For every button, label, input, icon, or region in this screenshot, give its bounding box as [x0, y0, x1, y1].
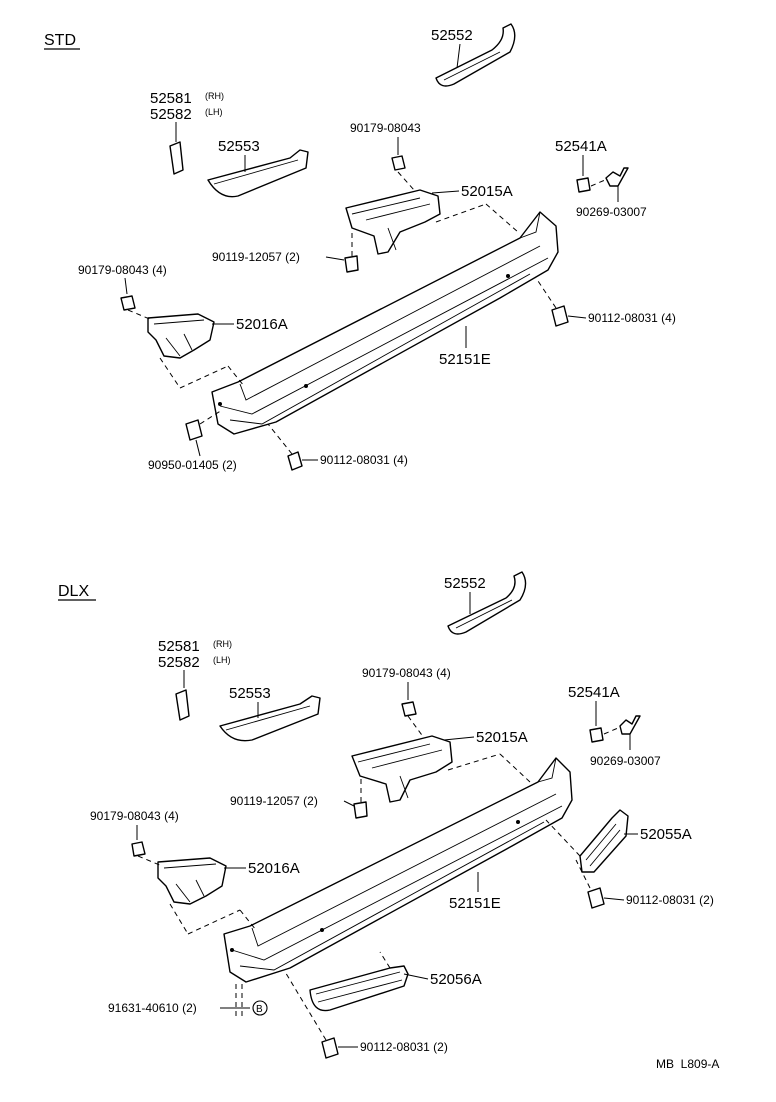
std-label-52016a: 52016A — [236, 316, 288, 333]
dlx-ref-circle — [252, 1000, 268, 1016]
std-bracket-rh-part — [345, 189, 441, 255]
dlx-pad-left-part — [309, 965, 409, 1012]
dlx-ref-mark: B — [256, 1004, 263, 1015]
std-label-bolt-bottom: 90112-08031 (4) — [320, 453, 408, 467]
dlx-label-nut-top: 90179-08043 (4) — [362, 666, 451, 680]
dlx-label-bolt-right: 90112-08031 (2) — [626, 893, 714, 907]
std-grommet-part — [185, 419, 203, 441]
dlx-bolt-right-part — [587, 887, 605, 909]
std-bumper-bar-part — [211, 211, 559, 435]
dlx-bolt-bracket-part — [353, 801, 368, 819]
std-bolt-bottom-part — [287, 451, 303, 471]
dlx-label-52056a: 52056A — [430, 971, 482, 988]
dlx-end-piece-part — [175, 689, 190, 721]
dlx-label-52552: 52552 — [444, 575, 486, 592]
dlx-label-bolt-bottom: 90112-08031 (2) — [360, 1040, 448, 1054]
dlx-label-screw-top: 90269-03007 — [590, 754, 661, 768]
dlx-bolt-bottom-part — [321, 1037, 339, 1059]
std-reinforcement-side-part — [207, 149, 309, 198]
dlx-section-label: DLX — [58, 583, 89, 600]
dlx-label-52055a: 52055A — [640, 826, 692, 843]
std-screw-top-part — [605, 167, 629, 187]
std-label-52582: 52582 — [150, 106, 192, 123]
footer-diagram-code: MB L809-A — [656, 1057, 719, 1071]
std-label-nut-top: 90179-08043 — [350, 121, 421, 135]
std-bracket-lh-part — [147, 313, 215, 359]
std-label-52553: 52553 — [218, 138, 260, 155]
dlx-retainer-part — [589, 727, 604, 743]
dlx-label-52582: 52582 — [158, 654, 200, 671]
std-nut-top-part — [391, 155, 406, 171]
dlx-label-rh: (RH) — [213, 639, 232, 649]
dlx-label-52016a: 52016A — [248, 860, 300, 877]
std-label-nut-left: 90179-08043 (4) — [78, 263, 167, 277]
std-bolt-bracket-part — [344, 255, 359, 273]
dlx-bumper-bar-part — [223, 757, 573, 983]
dlx-label-52151e: 52151E — [449, 895, 501, 912]
std-label-52552: 52552 — [431, 27, 473, 44]
std-retainer-part — [576, 177, 591, 193]
std-label-52581: 52581 — [150, 90, 192, 107]
dlx-nut-left-part — [131, 841, 146, 857]
std-nut-left-part — [120, 295, 136, 311]
std-label-bolt-bracket: 90119-12057 (2) — [212, 250, 300, 264]
dlx-screw-top-part — [619, 715, 641, 735]
dlx-reinforcement-top-part — [447, 571, 527, 635]
dlx-label-lh: (LH) — [213, 655, 231, 665]
dlx-label-52015a: 52015A — [476, 729, 528, 746]
dlx-label-bolt-bracket: 90119-12057 (2) — [230, 794, 318, 808]
std-reinforcement-top-part — [435, 23, 516, 87]
dlx-bracket-rh-part — [351, 735, 453, 803]
dlx-bracket-lh-part — [157, 857, 227, 905]
std-section-label: STD — [44, 32, 76, 49]
std-label-screw-top: 90269-03007 — [576, 205, 647, 219]
std-label-rh: (RH) — [205, 91, 224, 101]
dlx-label-52541a: 52541A — [568, 684, 620, 701]
dlx-reinforcement-side-part — [219, 695, 321, 742]
std-label-grommet: 90950-01405 (2) — [148, 458, 237, 472]
dlx-label-nut-left: 90179-08043 (4) — [90, 809, 179, 823]
dlx-label-52581: 52581 — [158, 638, 200, 655]
std-label-52015a: 52015A — [461, 183, 513, 200]
std-bolt-right-part — [551, 305, 569, 327]
std-end-piece-part — [169, 141, 184, 175]
std-section: STD 52552 52581 (RH) 52582 (LH) 52553 90… — [44, 23, 676, 472]
dlx-nut-top-part — [401, 701, 417, 717]
dlx-pad-right-part — [579, 809, 629, 873]
std-label-52151e: 52151E — [439, 351, 491, 368]
dlx-label-52553: 52553 — [229, 685, 271, 702]
dlx-label-clip: 91631-40610 (2) — [108, 1001, 197, 1015]
dlx-section: DLX 52552 52581 (RH) 52582 (LH) 90179-08… — [58, 571, 714, 1059]
std-label-bolt-right: 90112-08031 (4) — [588, 311, 676, 325]
std-label-52541a: 52541A — [555, 138, 607, 155]
std-label-lh: (LH) — [205, 107, 223, 117]
